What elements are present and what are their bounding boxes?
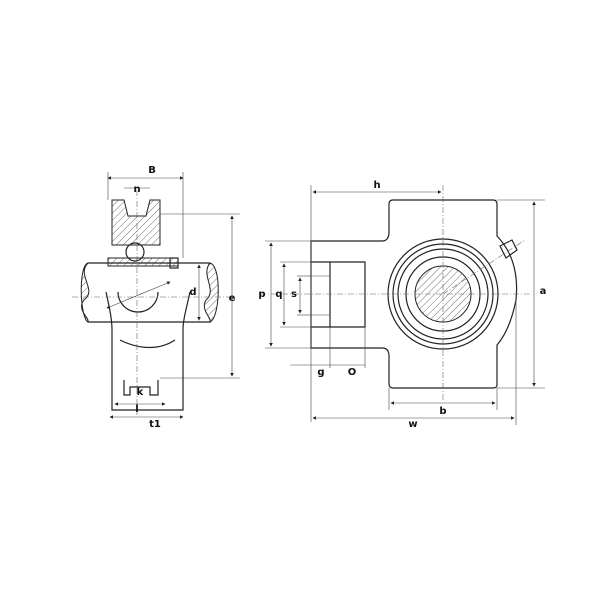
label-t1: t1	[149, 419, 161, 430]
label-p: p	[258, 289, 265, 300]
label-w: w	[408, 419, 417, 430]
slot	[311, 261, 366, 328]
inner-ring	[107, 257, 179, 267]
label-n: n	[133, 184, 140, 195]
label-q: q	[275, 289, 282, 300]
label-s: s	[291, 289, 297, 300]
shaft-break-right	[203, 262, 219, 323]
label-e: e	[229, 293, 236, 304]
shaft-break-left	[80, 262, 90, 323]
shaft	[88, 262, 210, 323]
housing-bore	[387, 238, 499, 350]
label-g: g	[317, 367, 324, 378]
label-B: B	[148, 165, 156, 176]
grease-nipple	[499, 239, 518, 259]
housing-top-section	[111, 199, 161, 246]
label-h: h	[373, 180, 380, 191]
label-a: a	[540, 286, 547, 297]
label-d: d	[189, 287, 196, 298]
label-k: k	[137, 387, 144, 398]
label-b: b	[439, 406, 446, 417]
label-O: O	[348, 367, 357, 378]
dim-radius	[106, 281, 171, 309]
side-view: B n e d k l t1	[72, 165, 240, 430]
front-view: h p q s g O a b w	[258, 180, 546, 430]
label-l: l	[135, 404, 138, 415]
